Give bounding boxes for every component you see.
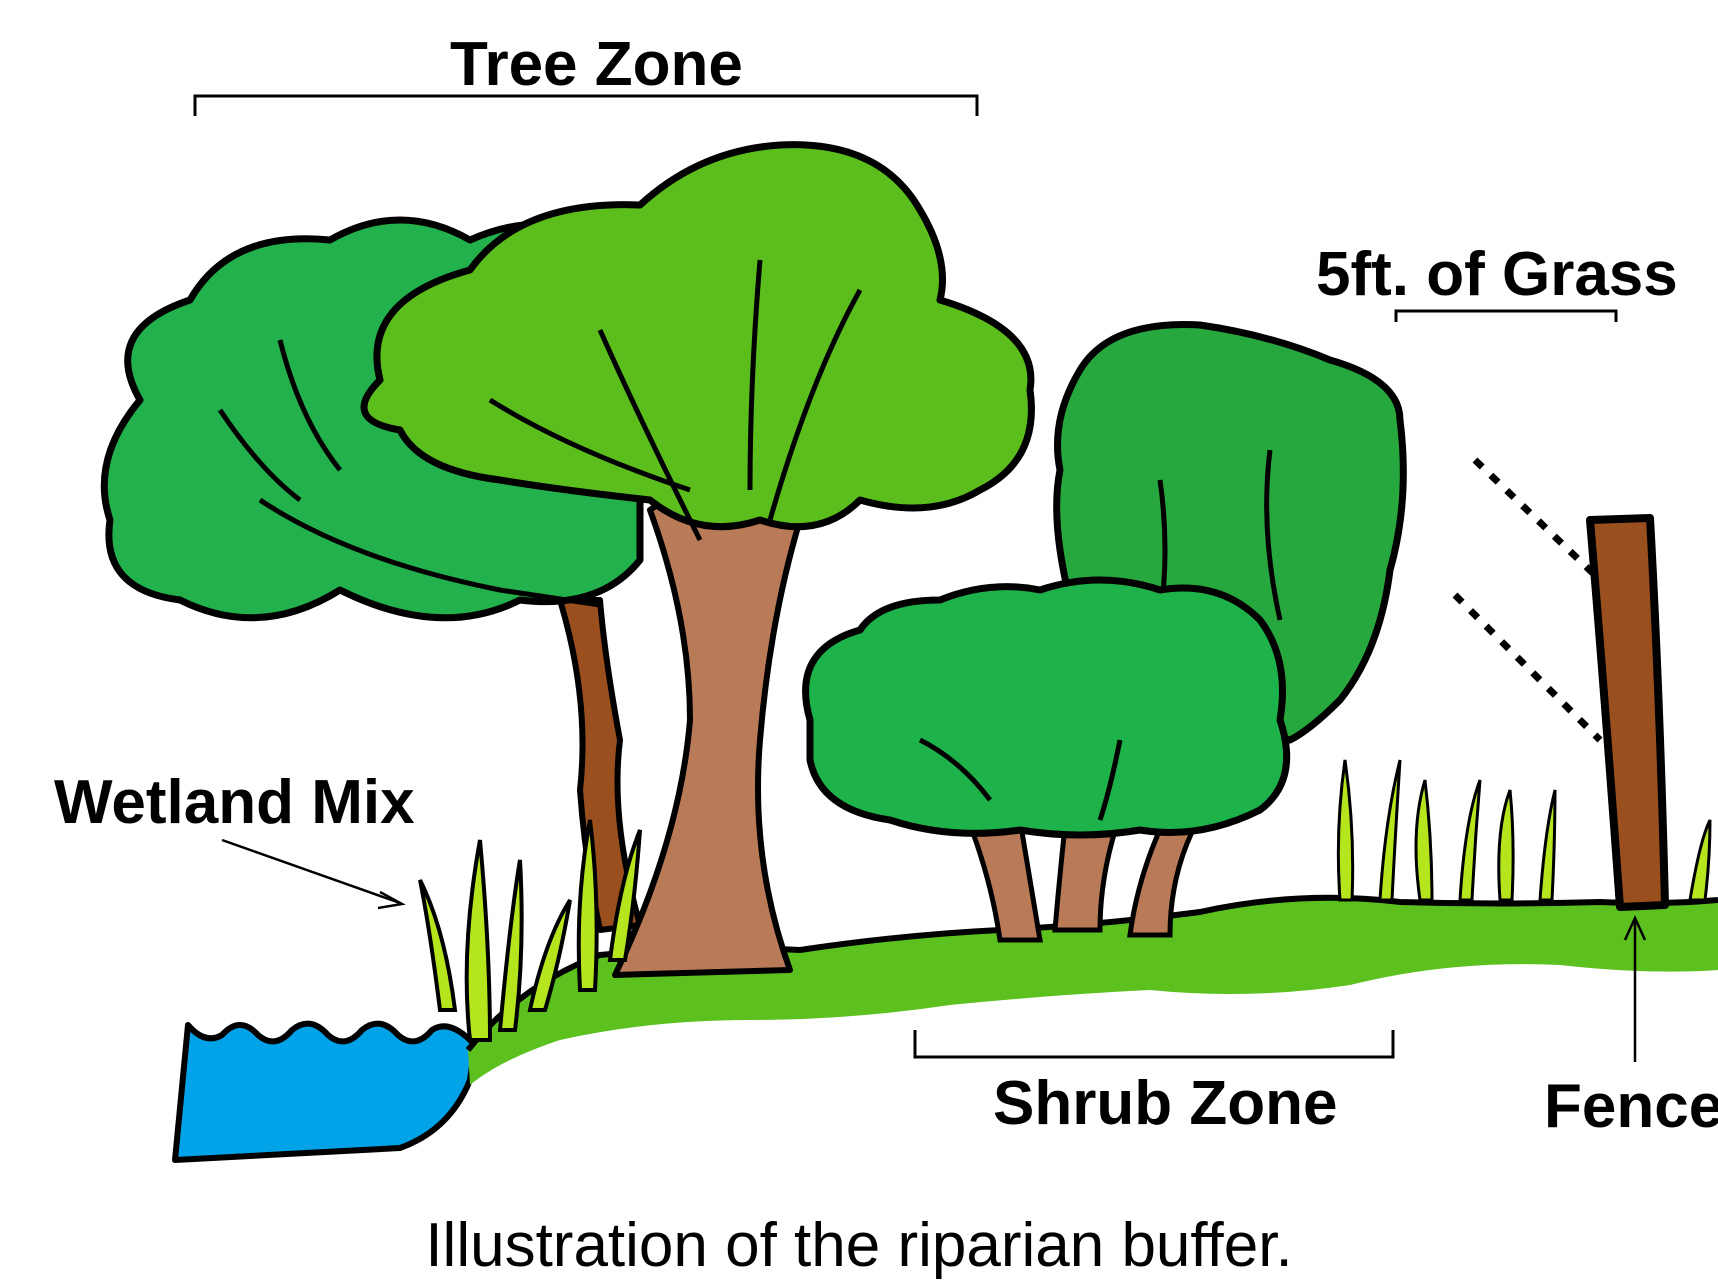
- water: [175, 1024, 475, 1160]
- tree-zone-bracket: [195, 96, 977, 116]
- shrub-zone-bracket: [915, 1030, 1393, 1057]
- grass-bracket: [1396, 311, 1616, 322]
- fence-wire-lower: [1455, 595, 1600, 740]
- wetland-mix-label: Wetland Mix: [54, 772, 415, 834]
- wetland-arrow: [222, 840, 402, 908]
- figure-caption: Illustration of the riparian buffer.: [0, 1215, 1718, 1277]
- fence-label: Fence: [1544, 1076, 1718, 1138]
- grass-label: 5ft. of Grass: [1316, 244, 1678, 306]
- shrub: [806, 580, 1287, 940]
- tree-zone-label: Tree Zone: [450, 34, 743, 96]
- shrub-zone-label: Shrub Zone: [993, 1073, 1337, 1135]
- fence-wire-upper: [1475, 460, 1600, 580]
- fence-post: [1590, 518, 1665, 907]
